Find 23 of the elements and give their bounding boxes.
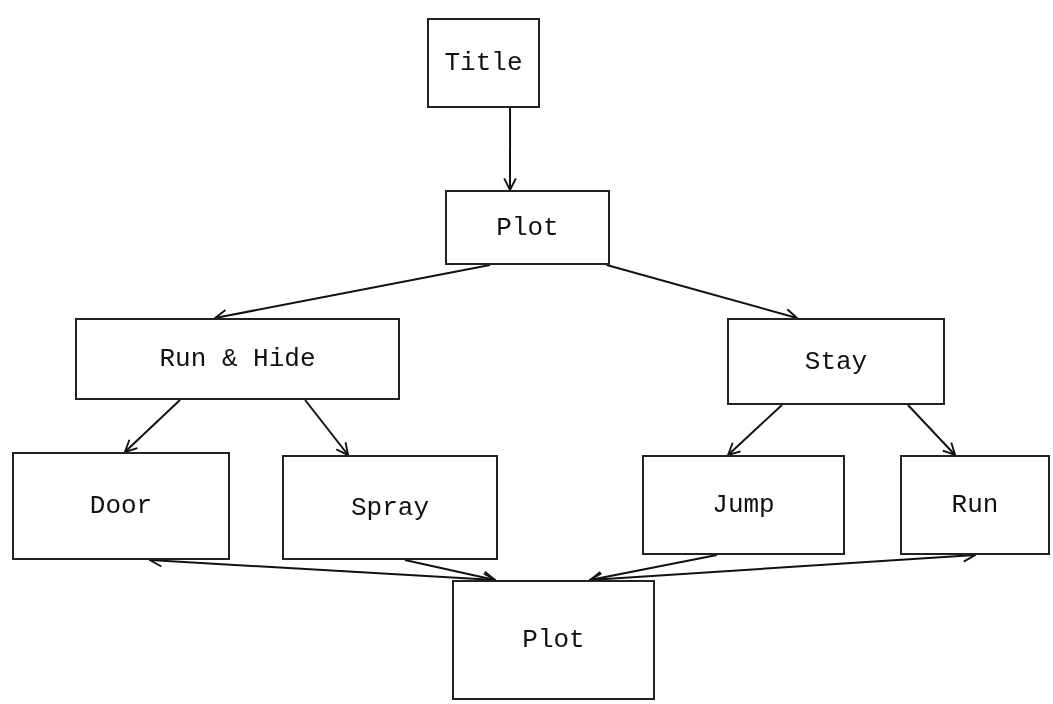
arrow	[727, 404, 783, 456]
box-label: Run & Hide	[159, 344, 316, 374]
process-box	[900, 455, 1050, 555]
box-label: Door	[89, 491, 153, 521]
process-box	[427, 18, 540, 108]
process-box	[12, 452, 230, 560]
box-label: Jump	[712, 490, 775, 520]
process-box	[282, 455, 498, 560]
arrow	[304, 399, 350, 456]
process-box	[452, 580, 655, 700]
arrow	[503, 107, 517, 191]
box-label: Run	[951, 490, 999, 520]
process-box	[727, 318, 945, 405]
arrow	[123, 399, 181, 453]
box-label: Plot	[496, 212, 559, 243]
process-box	[445, 190, 610, 265]
box-label: Plot	[522, 625, 585, 655]
process-box	[642, 455, 845, 555]
box-label: Spray	[351, 492, 429, 523]
arrow	[906, 404, 957, 456]
box-label: Stay	[804, 346, 868, 377]
process-box	[75, 318, 400, 400]
box-label: Title	[444, 48, 523, 78]
